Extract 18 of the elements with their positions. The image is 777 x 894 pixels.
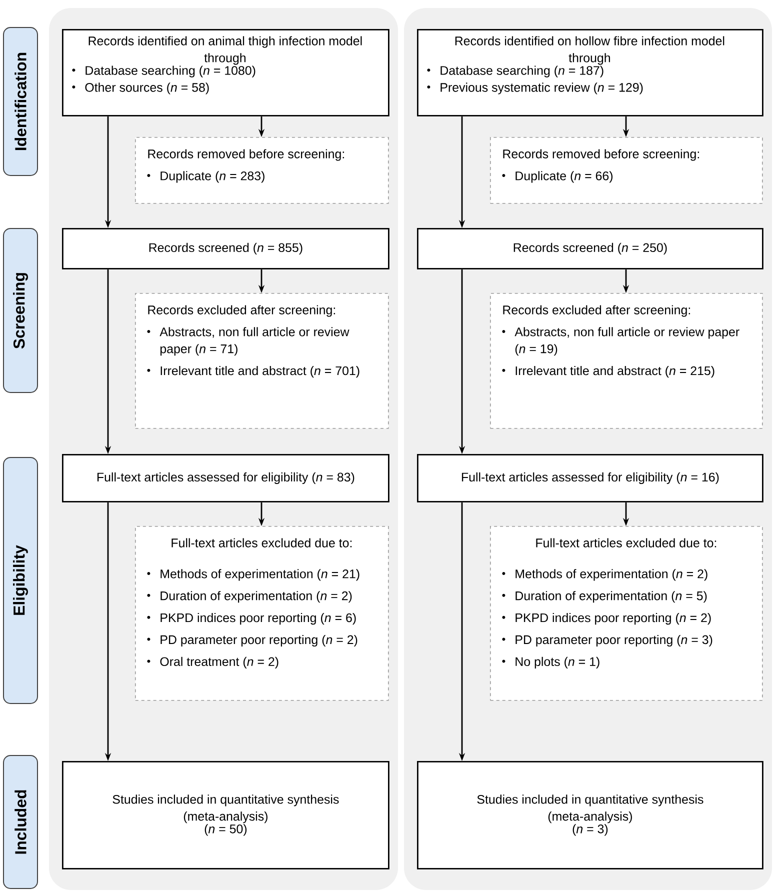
stage-tab: Eligibility <box>3 457 38 704</box>
exclusion-box: Records excluded after screening: Abstracts, non full article or review paper (n = 71) Irrelevant title and abstract (n = 701) <box>135 293 389 429</box>
exclusion-box: Records removed before screening: Duplicate (n = 66) <box>490 137 763 204</box>
stage-tab: Identification <box>3 27 38 176</box>
process-box: Records identified on hollow fibre infection model through Database searching (n = 187) Previous systematic review (n = 129) <box>417 29 764 116</box>
exclusion-box: Full-text articles excluded due to: Methods of experimentation (n = 21) Duration of experimentation (n = 2) PKPD indices poor reporting (n = 6) PD parameter poor reporting (n = 2) Oral treatment (n = 2) <box>135 526 389 701</box>
process-box: Full-text articles assessed for eligibility (n = 83) <box>62 454 390 502</box>
stage-tab: Included <box>3 755 38 889</box>
process-box: Records identified on animal thigh infection model through Database searching (n = 1080) Other sources (n = 58) <box>62 29 390 116</box>
stage-tab: Screening <box>3 228 38 393</box>
process-box: Full-text articles assessed for eligibility (n = 16) <box>417 454 764 502</box>
process-box: Studies included in quantitative synthesis (meta-analysis) (n = 50) <box>62 761 390 870</box>
process-box: Studies included in quantitative synthesis (meta-analysis) (n = 3) <box>417 761 764 870</box>
exclusion-box: Records excluded after screening: Abstracts, non full article or review paper (n = 19) Irrelevant title and abstract (n = 215) <box>490 293 763 429</box>
exclusion-box: Full-text articles excluded due to: Methods of experimentation (n = 2) Duration of experimentation (n = 5) PKPD indices poor reporting (n = 2) PD parameter poor reporting (n = 3) No plots (n = 1) <box>490 526 763 701</box>
exclusion-box: Records removed before screening: Duplicate (n = 283) <box>135 137 389 204</box>
process-box: Records screened (n = 855) <box>62 228 390 270</box>
process-box: Records screened (n = 250) <box>417 228 764 270</box>
